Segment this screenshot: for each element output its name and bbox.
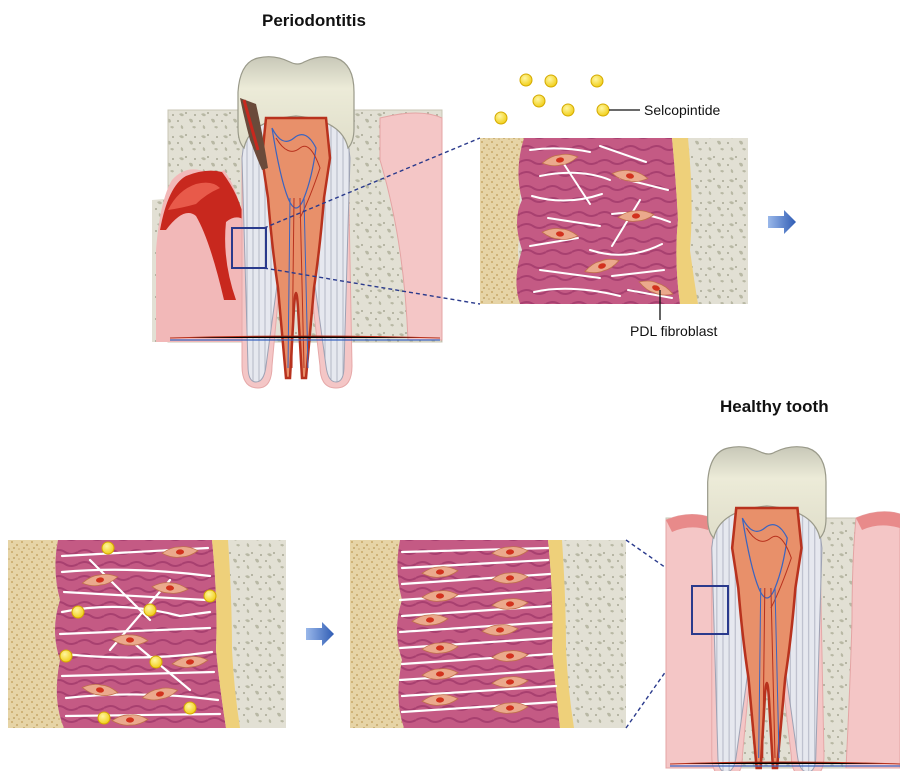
healthy-tooth-illustration <box>666 447 900 771</box>
selcopintide-peptides <box>495 74 609 124</box>
peptide-dot-icon <box>98 712 110 724</box>
selcopintide-label: Selcopintide <box>644 102 720 118</box>
right-arrow-icon <box>768 210 796 234</box>
periodontitis-tooth-illustration <box>152 57 442 388</box>
pdl-fibroblast-label: PDL fibroblast <box>630 323 718 339</box>
peptide-dot-icon <box>144 604 156 616</box>
peptide-dot-icon <box>597 104 609 116</box>
peptide-dot-icon <box>562 104 574 116</box>
healthy-tooth-title: Healthy tooth <box>720 397 829 416</box>
peptide-dot-icon <box>545 75 557 87</box>
peptide-dot-icon <box>520 74 532 86</box>
peptide-dot-icon <box>204 590 216 602</box>
peptide-dot-icon <box>495 112 507 124</box>
peptide-dot-icon <box>102 542 114 554</box>
peptide-dot-icon <box>591 75 603 87</box>
inflamed-pdl-magnified-panel <box>480 138 748 304</box>
right-arrow-icon <box>306 622 334 646</box>
treated-pdl-magnified-panel <box>8 540 286 728</box>
peptide-dot-icon <box>72 606 84 618</box>
periodontitis-title: Periodontitis <box>262 11 366 30</box>
peptide-dot-icon <box>150 656 162 668</box>
peptide-dot-icon <box>184 702 196 714</box>
peptide-dot-icon <box>533 95 545 107</box>
regenerated-pdl-magnified-panel <box>350 540 626 728</box>
peptide-dot-icon <box>60 650 72 662</box>
